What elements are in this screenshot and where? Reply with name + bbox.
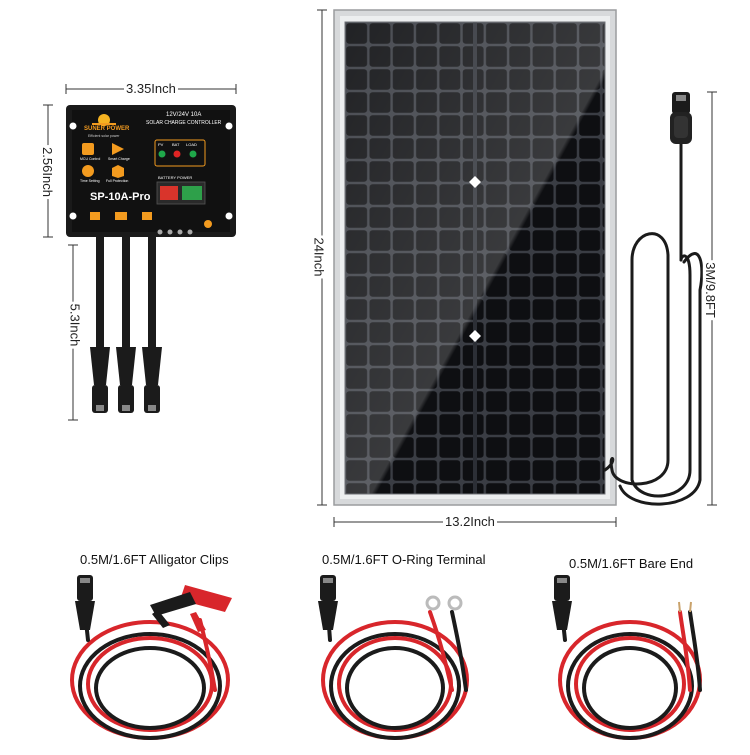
battery-power-label: BATTERY POWER <box>158 175 193 180</box>
sun-logo-icon <box>92 114 116 126</box>
panel-width-label: 13.2Inch <box>443 514 497 529</box>
feature-time-setting: Time Setting <box>80 179 100 183</box>
controller-cables <box>90 237 162 413</box>
panel-cable-label: 3M/9.8FT <box>702 260 718 320</box>
red-clip-icon <box>180 585 232 632</box>
controller-height-label: 2.56Inch <box>39 145 55 199</box>
black-clip-icon <box>150 592 196 628</box>
controller-rating: 12V/24V 10A <box>166 112 202 118</box>
feature-smart-charge: Smart Charge <box>108 157 130 161</box>
feature-mcu-control: MCU Control <box>80 157 101 161</box>
controller-model: SP-10A-Pro <box>90 191 151 203</box>
pv-icon <box>90 212 100 220</box>
feature-full-protection: Full Protection <box>106 179 129 183</box>
panel-height-label: 24Inch <box>311 235 327 279</box>
controller-subtitle: SOLAR CHARGE CONTROLLER <box>146 120 222 126</box>
mcu-control-icon <box>82 143 94 155</box>
panel-sae-connector <box>670 92 692 144</box>
bare-end-label: 0.5M/1.6FT Bare End <box>569 556 694 571</box>
load-icon <box>142 212 152 220</box>
indicator-pv-label: PV <box>158 142 164 147</box>
bare-wire-icon <box>678 601 692 613</box>
alligator-clips-cable <box>70 575 232 740</box>
controller-width-label: 3.35Inch <box>124 81 178 96</box>
panel-cable <box>603 138 704 506</box>
indicator-load-label: LOAD <box>186 142 197 147</box>
o-ring-icon <box>425 595 463 611</box>
solar-panel <box>333 9 617 506</box>
alligator-clips-label: 0.5M/1.6FT Alligator Clips <box>80 552 229 567</box>
full-protection-icon <box>112 165 124 178</box>
bare-end-cable <box>552 575 702 740</box>
settings-icon <box>204 220 212 228</box>
time-setting-icon <box>82 165 94 177</box>
o-ring-terminal-cable <box>318 575 469 740</box>
charge-controller <box>66 105 236 237</box>
smart-charge-icon <box>112 143 124 155</box>
controller-brand: SUNER POWER <box>84 126 130 132</box>
o-ring-terminal-label: 0.5M/1.6FT O-Ring Terminal <box>322 552 486 567</box>
controller-cable-label: 5.3Inch <box>67 301 83 349</box>
battery-icon <box>115 212 127 220</box>
controller-tagline: Efficient solar power <box>88 134 120 138</box>
indicator-bat-label: BAT <box>172 142 180 147</box>
